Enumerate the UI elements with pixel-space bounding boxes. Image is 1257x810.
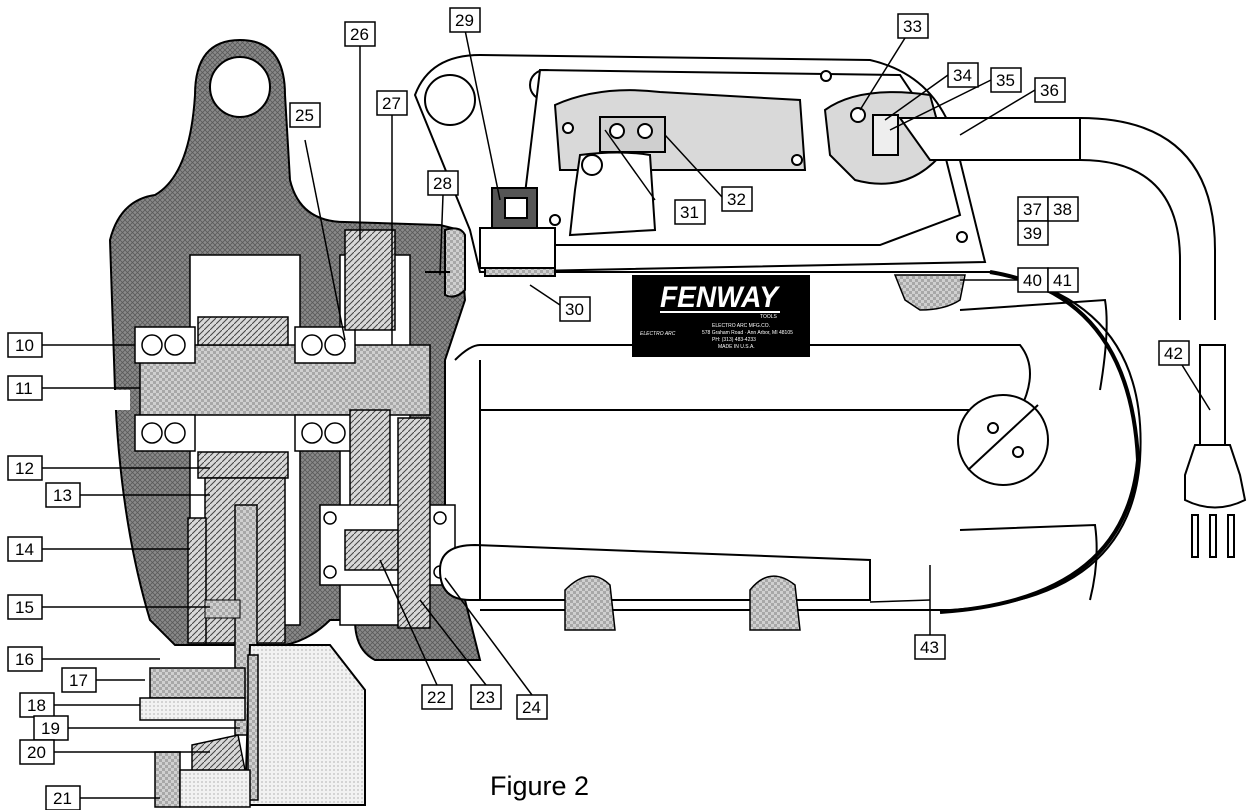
wedge-20 — [191, 734, 246, 776]
callout-32: 32 — [727, 190, 746, 209]
gear-12 — [197, 451, 289, 479]
callout-10: 10 — [15, 336, 34, 355]
callout-27: 27 — [382, 94, 401, 113]
plug — [1184, 444, 1247, 509]
logo-company: ELECTRO ARC MFG.CO. — [712, 323, 770, 329]
set-screw — [204, 599, 241, 619]
callout-39: 39 — [1023, 224, 1042, 243]
rod-19 — [247, 654, 259, 801]
clamp-jaw — [139, 697, 246, 721]
callout-36: 36 — [1040, 81, 1059, 100]
callout-17: 17 — [69, 671, 88, 690]
callout-26: 26 — [350, 25, 369, 44]
callout-25: 25 — [295, 106, 314, 125]
callout-38: 38 — [1053, 200, 1072, 219]
logo-mark: ELECTRO ARC — [640, 331, 676, 337]
bearing-lower — [134, 414, 356, 452]
blade-edge — [939, 270, 1141, 614]
logo-brand: FENWAY — [660, 281, 781, 314]
callout-15: 15 — [15, 598, 34, 617]
callout-33: 33 — [903, 17, 922, 36]
logo-made: MADE IN U.S.A. — [718, 344, 755, 350]
plug-prongs — [1191, 514, 1235, 558]
callout-23: 23 — [476, 688, 495, 707]
callout-35: 35 — [996, 71, 1015, 90]
cord-lower — [1199, 344, 1226, 446]
bearing-upper — [134, 326, 356, 364]
tab-left — [564, 575, 616, 631]
callout-labels: 10 11 12 13 14 15 16 17 18 19 20 21 22 2… — [15, 11, 1183, 808]
clamp-block — [243, 644, 366, 806]
callout-18: 18 — [27, 696, 46, 715]
callout-20: 20 — [27, 743, 46, 762]
gear-top — [197, 316, 289, 346]
logo-phone: PH: (313) 483-4233 — [712, 337, 756, 343]
callout-31: 31 — [680, 203, 699, 222]
callout-40: 40 — [1023, 271, 1042, 290]
callout-22: 22 — [427, 688, 446, 707]
callout-13: 13 — [53, 486, 72, 505]
callout-42: 42 — [1164, 344, 1183, 363]
callout-19: 19 — [41, 719, 60, 738]
callout-43: 43 — [920, 638, 939, 657]
callout-41: 41 — [1053, 271, 1072, 290]
gear-train — [319, 229, 456, 629]
callout-28: 28 — [433, 174, 452, 193]
logo-address: 578 Graham Road · Ann Arbor, MI 48105 — [702, 330, 793, 336]
guide-14 — [187, 517, 207, 644]
clip-40 — [893, 274, 966, 311]
tab-right — [749, 575, 801, 631]
callout-30: 30 — [565, 300, 584, 319]
leader-lines — [42, 29, 1211, 799]
handle-assembly — [519, 68, 1081, 246]
callout-29: 29 — [455, 11, 474, 30]
callout-37: 37 — [1023, 200, 1042, 219]
callout-34: 34 — [953, 66, 972, 85]
callout-24: 24 — [522, 698, 541, 717]
callout-21: 21 — [53, 789, 72, 808]
figure-caption: Figure 2 — [490, 771, 589, 801]
power-cord — [1079, 117, 1216, 320]
base-21b — [179, 769, 251, 808]
logo-sub: TOOLS — [760, 314, 778, 320]
callout-11: 11 — [15, 379, 33, 398]
callout-16: 16 — [15, 650, 34, 669]
knob-assembly — [425, 187, 556, 298]
callout-12: 12 — [15, 459, 34, 478]
fenway-logo-plate: FENWAY TOOLS ELECTRO ARC ELECTRO ARC MFG… — [632, 275, 810, 357]
callout-14: 14 — [15, 540, 34, 559]
clamp-screw — [149, 667, 246, 699]
callout-boxes — [7, 7, 1190, 810]
